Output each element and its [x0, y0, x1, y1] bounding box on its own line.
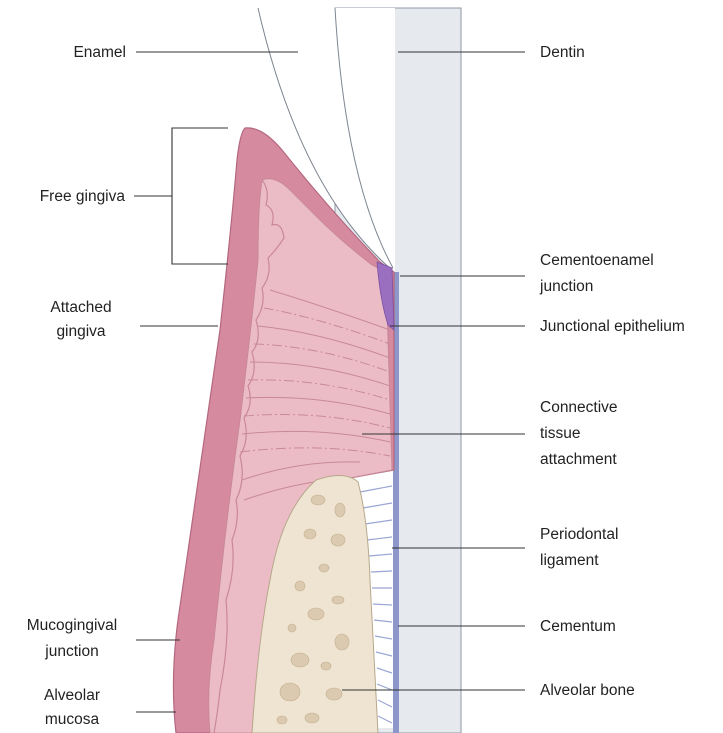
label-mucogingival-line2: junction [44, 643, 98, 660]
label-dentin: Dentin [540, 44, 585, 61]
label-connective-line2: tissue [540, 425, 581, 442]
label-alveolar-mucosa-line1: Alveolar [44, 687, 100, 704]
label-cementum: Cementum [540, 618, 616, 635]
label-periodontal-line2: ligament [540, 552, 599, 569]
label-attached-line2: gingiva [56, 323, 105, 340]
label-enamel: Enamel [73, 44, 126, 61]
label-cementoenamel-line1: Cementoenamel [540, 252, 654, 269]
label-attached-line1: Attached [50, 299, 111, 316]
bracket-free-gingiva [172, 128, 228, 264]
label-connective-line3: attachment [540, 451, 617, 468]
label-mucogingival-line1: Mucogingival [27, 617, 117, 634]
label-periodontal-line1: Periodontal [540, 526, 618, 543]
label-alveolar-mucosa-line2: mucosa [45, 711, 100, 728]
label-cementoenamel-line2: junction [539, 278, 593, 295]
label-free-gingiva: Free gingiva [40, 188, 126, 205]
label-junctional-epithelium: Junctional epithelium [540, 318, 685, 335]
label-alveolar-bone: Alveolar bone [540, 682, 635, 699]
label-connective-line1: Connective [540, 399, 618, 416]
